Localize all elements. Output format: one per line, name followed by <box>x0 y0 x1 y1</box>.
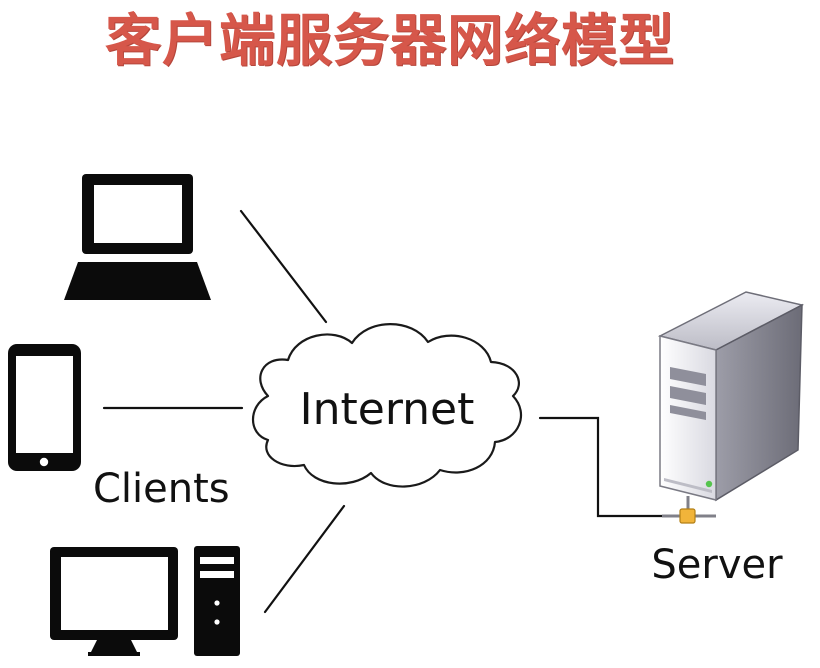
desktop-connection-line <box>263 504 346 614</box>
laptop-icon <box>64 174 211 300</box>
server-tower-icon <box>657 291 805 502</box>
clients-label: Clients <box>93 466 230 512</box>
smartphone-icon <box>8 344 81 471</box>
network-connector-icon <box>662 496 716 524</box>
page-title: 客户端服务器网络模型 <box>105 9 675 74</box>
connection-lines <box>102 209 668 614</box>
server-connection-line <box>538 416 668 518</box>
server-label: Server <box>651 542 783 588</box>
laptop-connection-line <box>239 209 328 324</box>
desktop-computer-icon <box>50 546 240 656</box>
cloud-icon <box>252 323 523 488</box>
internet-label: Internet <box>300 384 475 435</box>
